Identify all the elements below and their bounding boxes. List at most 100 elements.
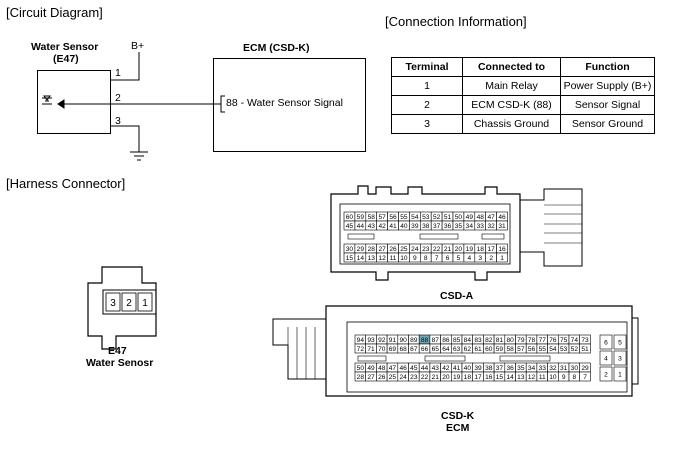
- key-slot: [424, 355, 466, 362]
- pin-number: 72: [357, 346, 365, 353]
- pin-number: 69: [389, 346, 397, 353]
- pin-number: 44: [357, 223, 365, 230]
- pin-number: 1: [500, 255, 504, 262]
- pin-number: 9: [562, 374, 566, 381]
- pin-number: 31: [560, 365, 568, 372]
- key-slot: [347, 233, 375, 240]
- pin-number: 49: [367, 365, 375, 372]
- pin-number: 29: [357, 246, 365, 253]
- pin-number: 53: [422, 214, 430, 221]
- pin-number: 67: [410, 346, 418, 353]
- table-cell: Sensor Ground: [560, 114, 655, 134]
- pin-number: 53: [560, 346, 568, 353]
- table-cell: Sensor Signal: [560, 95, 655, 115]
- pin-number: 13: [517, 374, 525, 381]
- key-slot: [481, 233, 505, 240]
- pin-number: 23: [410, 374, 418, 381]
- sensor-title: Water Sensor: [31, 41, 99, 53]
- pin-number: 14: [357, 255, 365, 262]
- pin-number: 1: [618, 371, 622, 378]
- pin-cell: [496, 252, 508, 263]
- csd-a-face: [339, 203, 511, 265]
- signal-arrow: [57, 99, 65, 109]
- sensor-code: (E47): [53, 53, 79, 65]
- e47-pin-cavity: [102, 289, 157, 315]
- pin-number: 90: [399, 337, 407, 344]
- pin-number: 30: [571, 365, 579, 372]
- pin-number: 1: [142, 298, 148, 309]
- header-connected-to: Connected to: [462, 57, 561, 77]
- table-row: 2 ECM CSD-K (88) Sensor Signal: [391, 95, 655, 115]
- pin-cell: [599, 350, 613, 366]
- csd-a-label: CSD-A: [440, 290, 474, 302]
- wire-pin-3: [111, 125, 140, 152]
- csd-k-side-rail: [632, 317, 639, 385]
- pin-number: 21: [444, 246, 452, 253]
- pin-number: 26: [378, 374, 386, 381]
- pin-number: 7: [435, 255, 439, 262]
- pin-number: 32: [549, 365, 557, 372]
- pin-number: 2: [126, 298, 132, 309]
- pin-number: 19: [466, 246, 474, 253]
- pin-number: 37: [433, 223, 441, 230]
- pin-number: 74: [571, 337, 579, 344]
- ecm-title: ECM (CSD-K): [243, 42, 310, 54]
- pin-number: 22: [421, 374, 429, 381]
- pin-number: 42: [378, 223, 386, 230]
- pin-cell: [579, 371, 591, 382]
- pin-number: 51: [444, 214, 452, 221]
- csd-a-latch: [520, 188, 583, 267]
- sensor-pin-3: 3: [115, 115, 121, 127]
- table-cell: 3: [391, 114, 463, 134]
- pin-number: 30: [346, 246, 354, 253]
- pin-number: 65: [432, 346, 440, 353]
- pin-number: 45: [410, 365, 418, 372]
- pin-number: 63: [453, 346, 461, 353]
- pin-number: 51: [581, 346, 589, 353]
- ecm-signal-label: 88 - Water Sensor Signal: [226, 97, 343, 109]
- pin-number: 45: [346, 223, 354, 230]
- pin-number: 41: [389, 223, 397, 230]
- pin-number: 42: [442, 365, 450, 372]
- pin-number: 19: [453, 374, 461, 381]
- pin-cell: [613, 350, 627, 366]
- pin-number: 33: [539, 365, 547, 372]
- pin-number: 58: [368, 214, 376, 221]
- pin-number: 56: [389, 214, 397, 221]
- pin-number: 11: [539, 374, 546, 381]
- pin-number: 2: [604, 371, 608, 378]
- pin-number: 3: [618, 355, 622, 362]
- pin-cell: [105, 292, 121, 312]
- pin-number: 13: [368, 255, 376, 262]
- pin-number: 26: [389, 246, 397, 253]
- pin-number: 20: [455, 246, 463, 253]
- pin-number: 82: [485, 337, 493, 344]
- e47-label: E47: [108, 345, 127, 357]
- pin-number: 57: [378, 214, 386, 221]
- pin-number: 49: [466, 214, 474, 221]
- csd-a-connector-shell: [330, 185, 521, 281]
- pin-number: 39: [411, 223, 419, 230]
- pin-number: 84: [464, 337, 472, 344]
- table-row: 1 Main Relay Power Supply (B+): [391, 76, 655, 96]
- sensor-pin-2: 2: [115, 92, 121, 104]
- pin-number: 9: [413, 255, 417, 262]
- pin-number: 37: [496, 365, 504, 372]
- pin-number: 5: [457, 255, 461, 262]
- pin-number: 89: [410, 337, 418, 344]
- pin-number: 47: [487, 214, 495, 221]
- pin-number: 32: [487, 223, 495, 230]
- table-row: 3 Chassis Ground Sensor Ground: [391, 114, 655, 134]
- sensor-pin-1: 1: [115, 67, 121, 79]
- pin-number: 12: [378, 255, 386, 262]
- pin-number: 10: [400, 255, 408, 262]
- pin-number: 50: [455, 214, 463, 221]
- pin-number: 58: [506, 346, 514, 353]
- pin-number: 2: [489, 255, 493, 262]
- pin-number: 40: [400, 223, 408, 230]
- pin-number: 78: [528, 337, 536, 344]
- pin-number: 71: [367, 346, 375, 353]
- pin-number: 4: [468, 255, 472, 262]
- pin-number: 36: [506, 365, 514, 372]
